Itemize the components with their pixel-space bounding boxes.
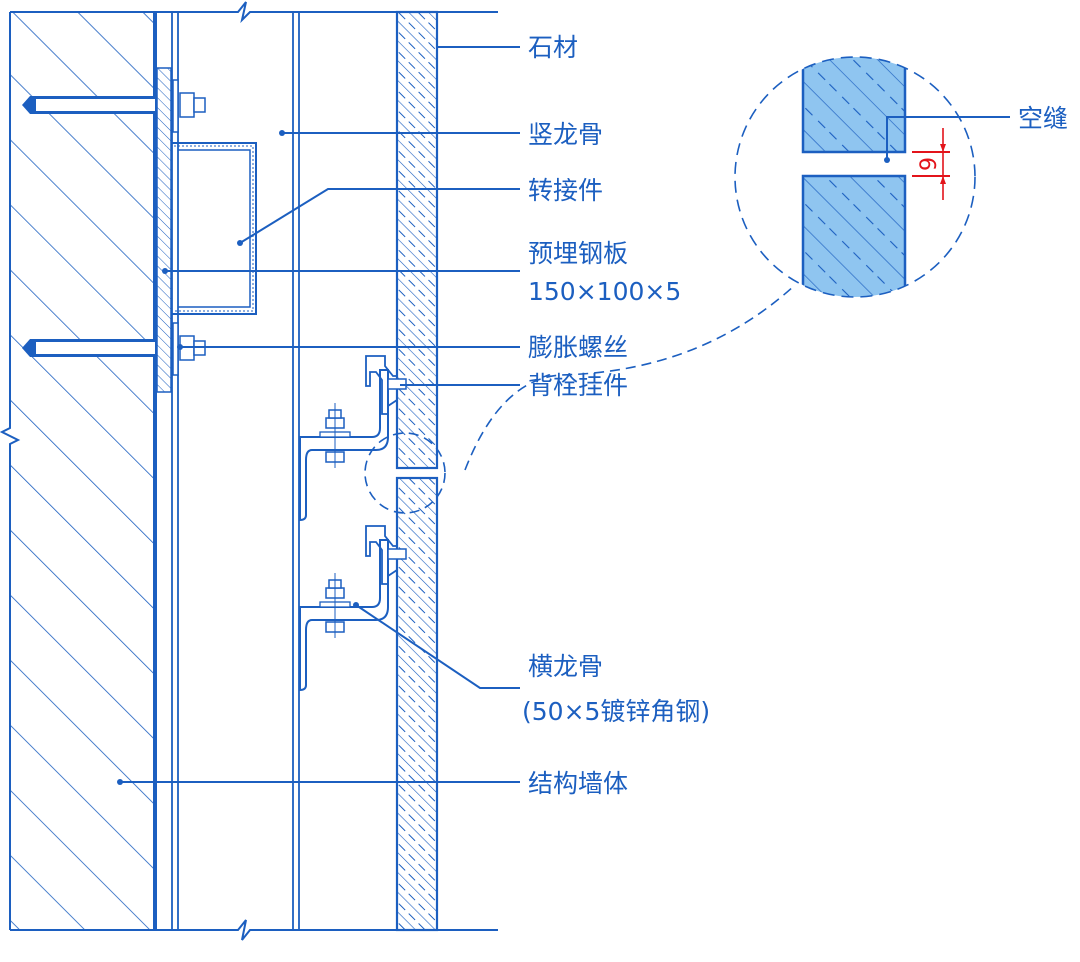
break-lines bbox=[10, 1, 498, 941]
horizontal-keel-bracket-upper bbox=[299, 355, 407, 522]
joint-dimension: 6 bbox=[912, 128, 950, 200]
leader-dots bbox=[117, 130, 890, 785]
stone-panels bbox=[395, 10, 439, 932]
label-horizontal-keel: 横龙骨 bbox=[528, 652, 603, 681]
label-open-joint: 空缝 bbox=[1018, 104, 1068, 133]
label-adapter: 转接件 bbox=[528, 176, 603, 205]
label-stone: 石材 bbox=[528, 33, 578, 62]
structural-wall bbox=[0, 12, 157, 930]
label-vertical-keel: 竖龙骨 bbox=[528, 120, 603, 149]
horizontal-keel-bracket-lower bbox=[299, 525, 407, 692]
leader-lines bbox=[120, 46, 1010, 783]
embedded-plate bbox=[156, 67, 179, 393]
adapter-channel bbox=[172, 142, 257, 315]
label-expansion-bolt: 膨胀螺丝 bbox=[528, 333, 628, 362]
label-embedded-plate-size: 150×100×5 bbox=[528, 277, 681, 306]
label-back-bolt-hanger: 背栓挂件 bbox=[528, 371, 628, 400]
label-structural-wall: 结构墙体 bbox=[528, 769, 628, 798]
joint-width-label: 6 bbox=[914, 157, 939, 171]
detail-callout bbox=[364, 56, 976, 514]
expansion-bolt-upper bbox=[22, 92, 206, 118]
label-embedded-plate: 预埋钢板 bbox=[528, 239, 628, 268]
label-horizontal-keel-spec: (50×5镀锌角钢) bbox=[522, 697, 710, 726]
